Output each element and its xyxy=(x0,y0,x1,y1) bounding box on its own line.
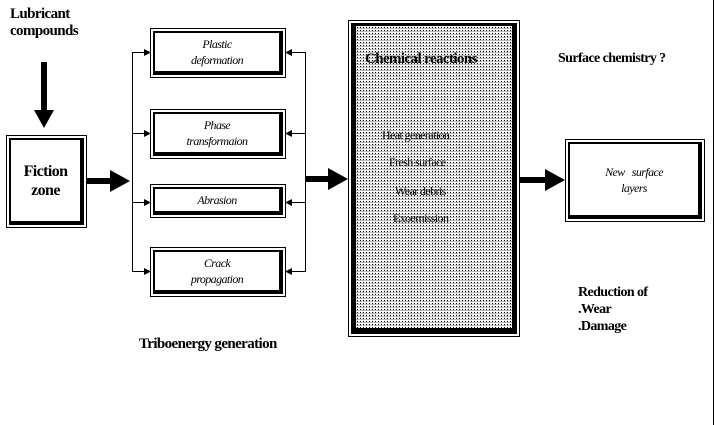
mechanism-box-plastic-deformation: Plastic deformation xyxy=(150,28,286,78)
friction-zone-line: zone xyxy=(31,181,60,199)
mechanism-line: Abrasion xyxy=(197,193,237,207)
label-line: compounds xyxy=(10,23,79,39)
friction-zone-box: Fiction zone xyxy=(6,135,87,228)
output-line: layers xyxy=(621,180,647,195)
mechanism-line: Crack xyxy=(203,256,231,270)
result-line: Reduction of xyxy=(578,285,648,300)
down-arrow-shaft xyxy=(41,62,47,112)
right-arrow-head-1 xyxy=(110,170,130,192)
surface-chemistry-label: Surface chemistry ? xyxy=(558,51,666,66)
mechanism-line: Phase xyxy=(203,118,231,132)
chemical-reactions-box: Chemical reactions Heat generation Fresh… xyxy=(348,20,520,337)
chemical-item: Heat generation xyxy=(382,128,450,142)
new-surface-layers-box: New surface layers xyxy=(565,139,705,222)
result-label: Reduction of .Wear .Damage xyxy=(578,284,648,335)
chemical-item: Wear debris xyxy=(395,184,446,198)
friction-zone-line: Fiction xyxy=(23,162,68,180)
triboenergy-caption: Triboenergy generation xyxy=(139,336,277,352)
chemical-reactions-title: Chemical reactions xyxy=(365,51,477,67)
label-line: Lubricant xyxy=(10,6,70,22)
chemical-item: Fresh surface xyxy=(389,155,446,169)
output-line: New surface xyxy=(605,164,663,179)
mechanism-box-abrasion: Abrasion xyxy=(150,184,286,218)
right-arrow-head-3 xyxy=(545,169,565,191)
mechanism-box-crack-propagation: Crack propagation xyxy=(150,247,286,297)
right-arrow-head-2 xyxy=(328,168,348,190)
result-line: .Wear xyxy=(578,302,612,317)
mechanism-line: transformaion xyxy=(186,134,248,148)
right-arrow-shaft-2 xyxy=(306,176,328,182)
right-arrow-shaft-3 xyxy=(520,177,545,183)
down-arrow-head xyxy=(34,110,54,128)
mechanism-line: propagation xyxy=(190,272,244,286)
mechanism-line: deformation xyxy=(190,53,244,67)
mechanism-box-phase-transformation: Phase transformaion xyxy=(150,109,286,159)
mechanism-line: Plastic xyxy=(202,37,232,51)
chemical-item: Exoemission xyxy=(393,211,449,225)
lubricant-compounds-label: Lubricant compounds xyxy=(10,6,79,40)
right-arrow-shaft-1 xyxy=(86,178,112,184)
result-line: .Damage xyxy=(578,319,627,334)
